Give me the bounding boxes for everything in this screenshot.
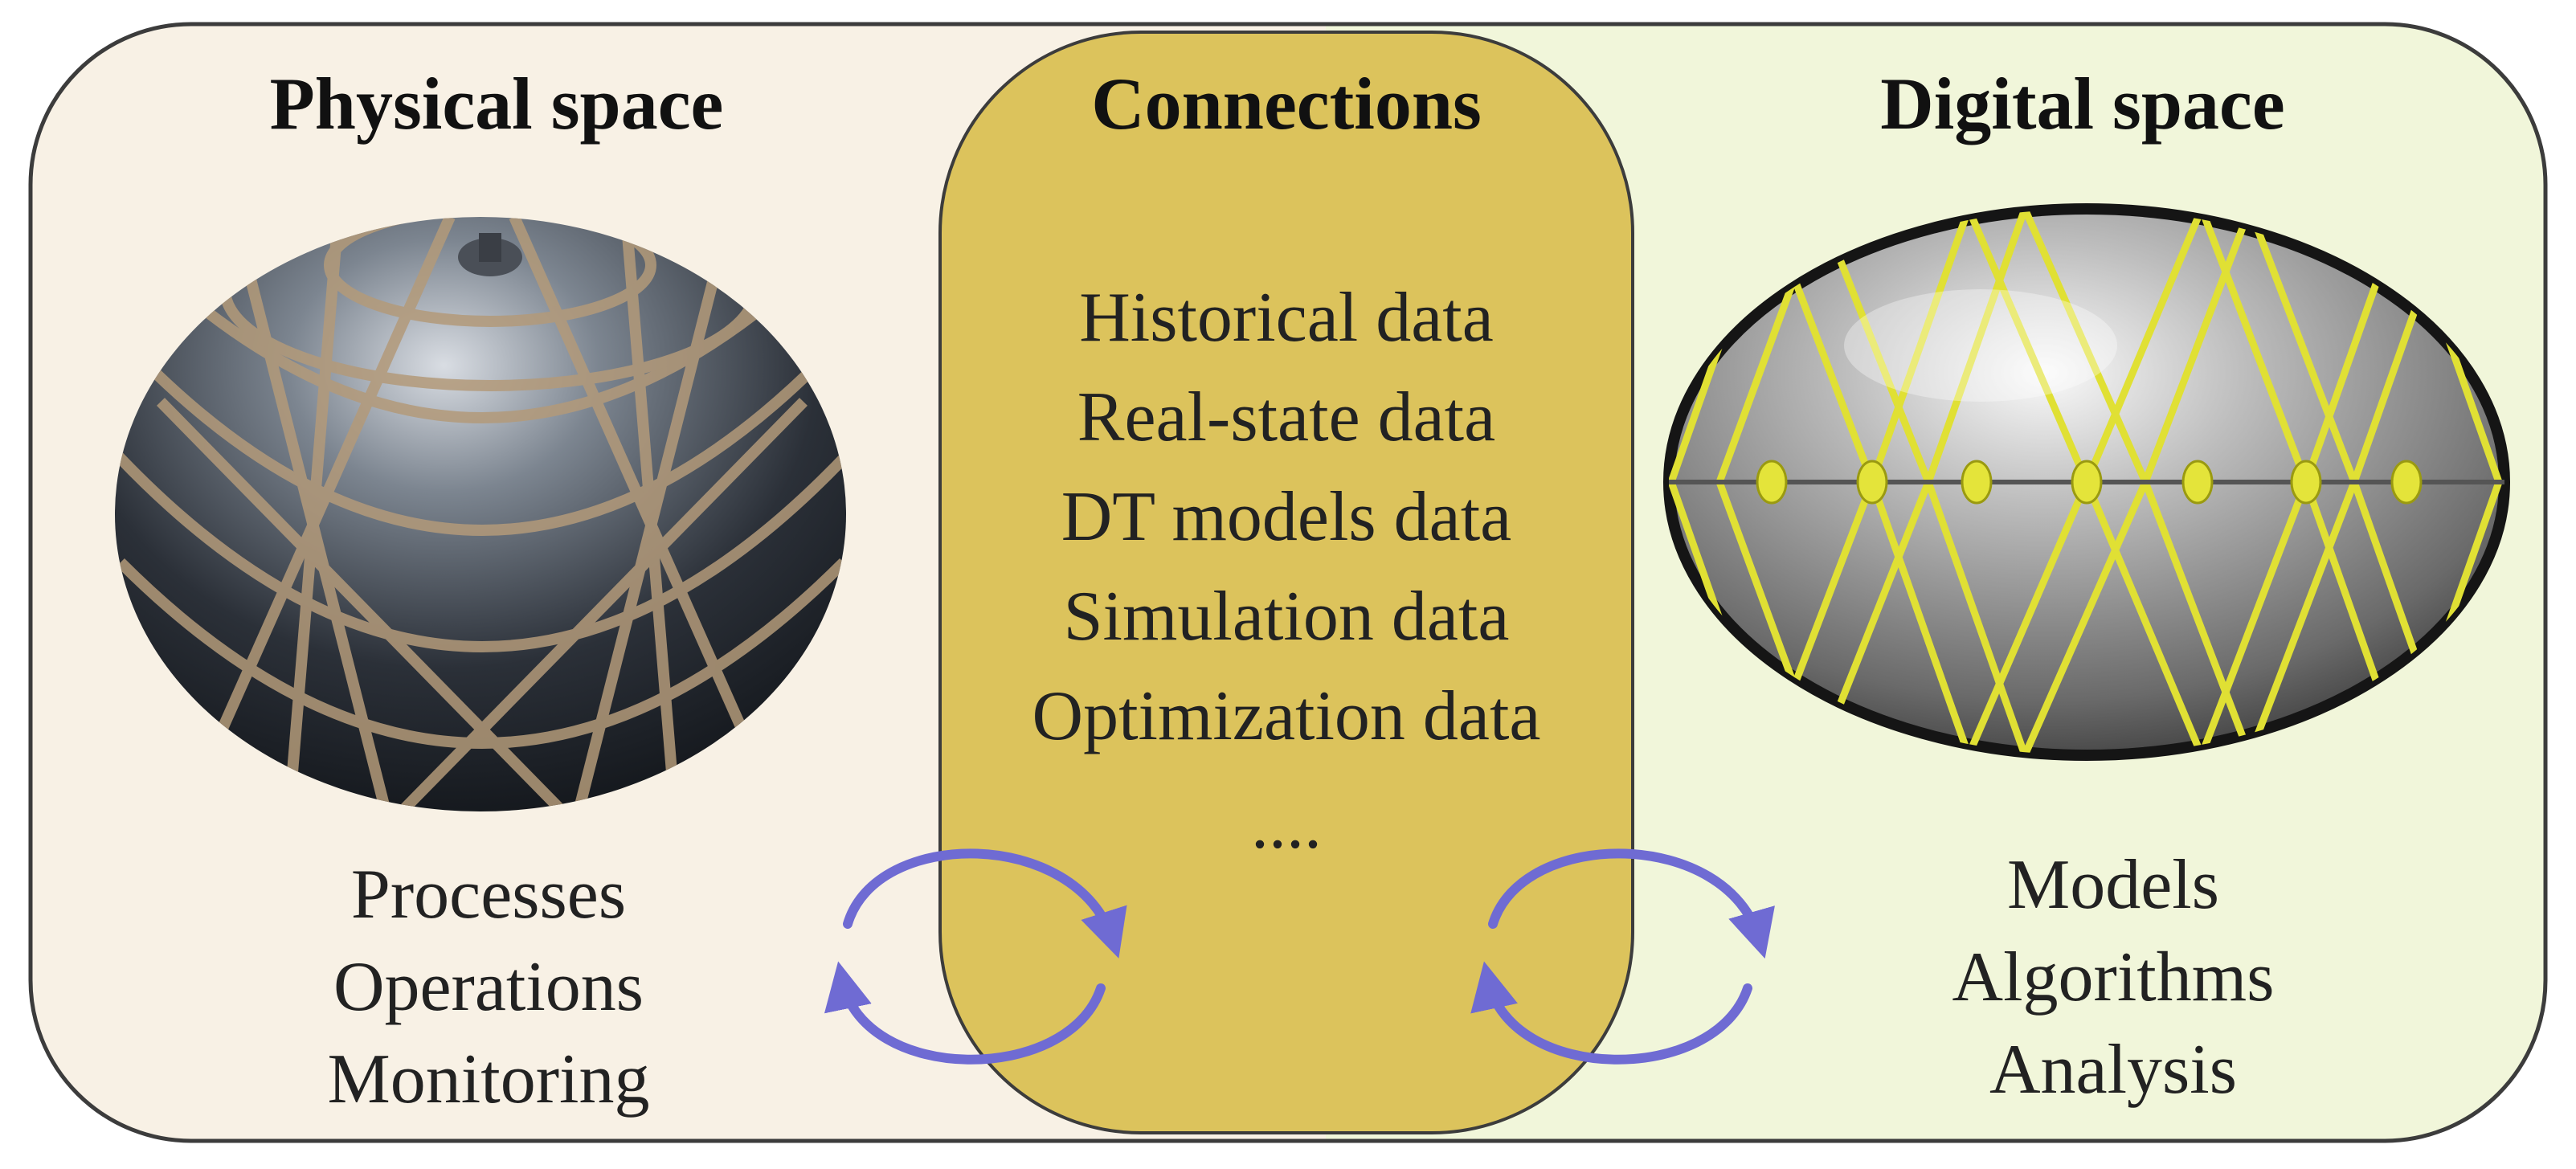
cycle-arrow-bottom bbox=[824, 961, 1106, 1065]
physical-list: Processes Operations Monitoring bbox=[328, 856, 650, 1118]
physical-sphere-image bbox=[115, 217, 846, 811]
connections-panel bbox=[938, 31, 1634, 1134]
cycle-arrow-bottom bbox=[1470, 961, 1752, 1065]
connections-item: Real-state data bbox=[1077, 378, 1495, 456]
digital-list: Models Algorithms Analysis bbox=[1952, 846, 2275, 1109]
physical-item: Monitoring bbox=[328, 1040, 650, 1118]
physical-connections-cycle-arrows bbox=[824, 848, 1127, 1065]
connections-ellipsis: .... bbox=[1251, 786, 1322, 864]
digital-space-title: Digital space bbox=[1880, 63, 2284, 145]
physical-space-title: Physical space bbox=[270, 63, 724, 145]
connections-list: Historical data Real-state data DT model… bbox=[1032, 279, 1541, 864]
connections-item: Historical data bbox=[1079, 279, 1494, 357]
connections-title: Connections bbox=[1091, 63, 1482, 145]
cycle-arrow-top bbox=[1488, 848, 1775, 959]
physical-item: Operations bbox=[333, 948, 644, 1026]
connections-digital-cycle-arrows bbox=[1470, 848, 1775, 1065]
connections-item: DT models data bbox=[1061, 478, 1511, 556]
cycle-arrow-top bbox=[843, 848, 1127, 958]
connections-item: Simulation data bbox=[1064, 578, 1510, 656]
digital-sphere-model bbox=[1663, 203, 2510, 761]
connections-item: Optimization data bbox=[1032, 677, 1541, 755]
outer-frame bbox=[28, 22, 2548, 1143]
digital-item: Models bbox=[2007, 846, 2219, 924]
digital-item: Algorithms bbox=[1952, 938, 2275, 1016]
physical-item: Processes bbox=[351, 856, 626, 934]
digital-item: Analysis bbox=[1989, 1031, 2237, 1109]
